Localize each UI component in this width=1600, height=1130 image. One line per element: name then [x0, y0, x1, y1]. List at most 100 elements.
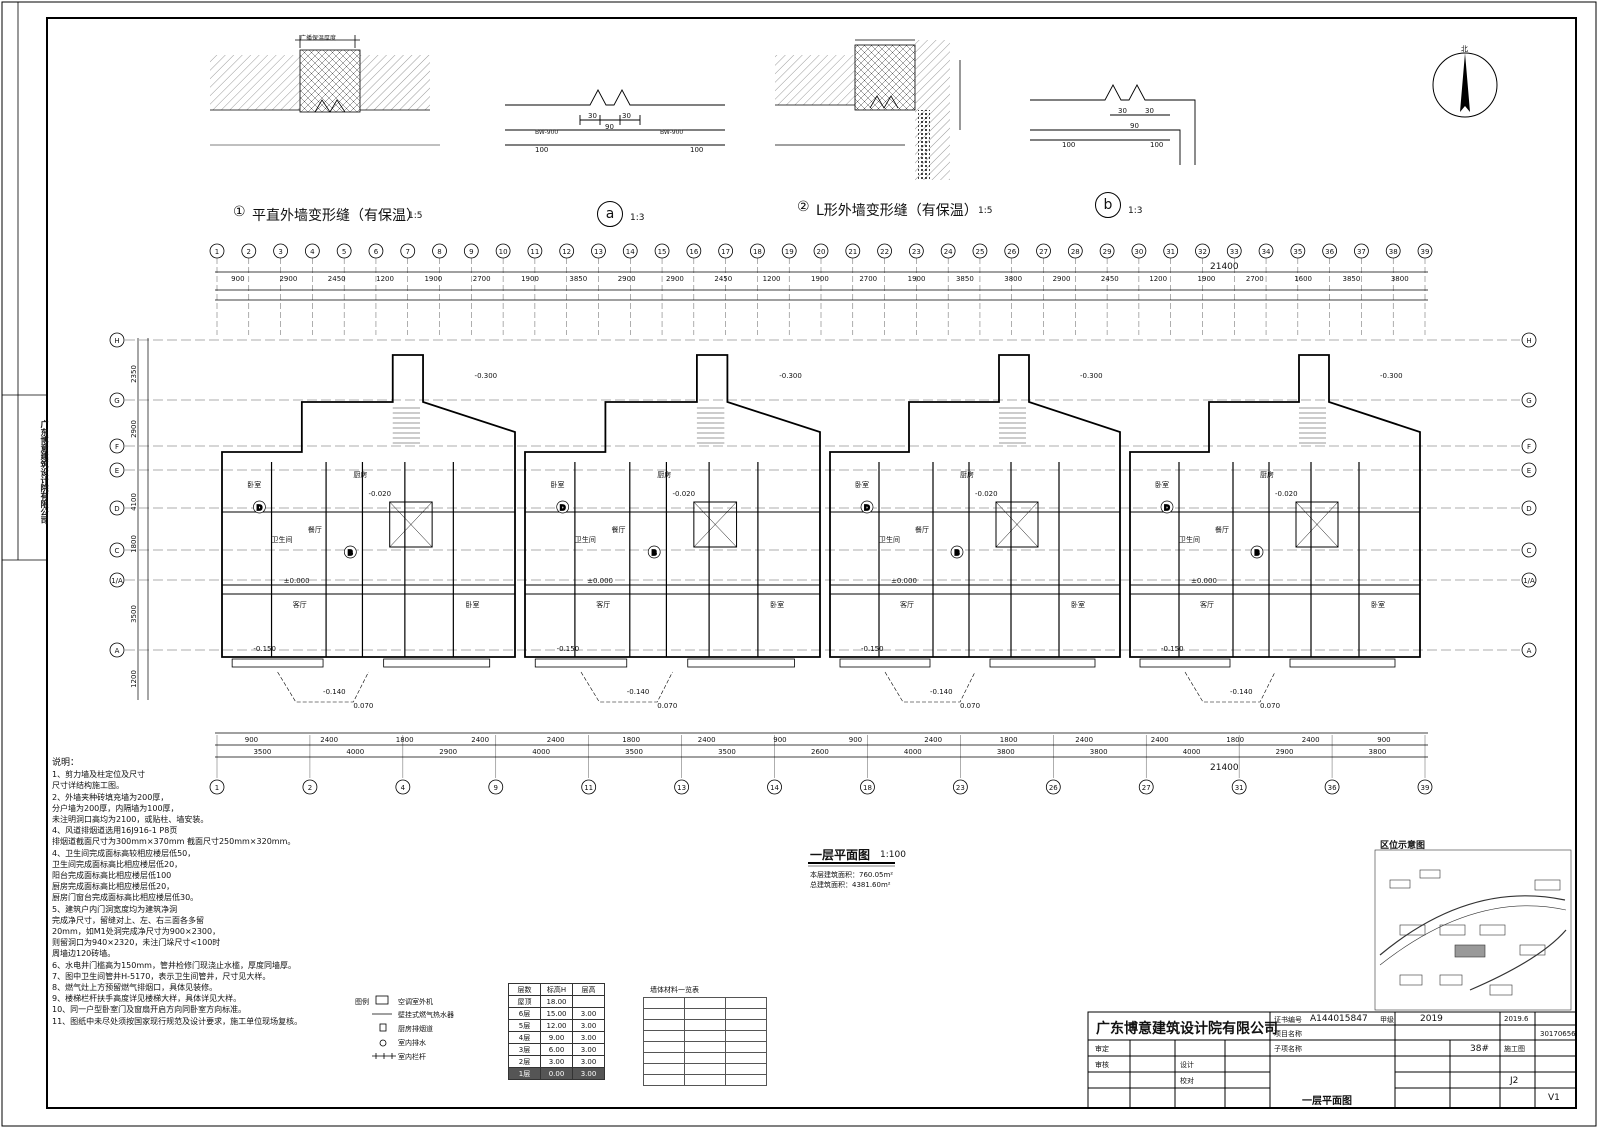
axis-bubble	[1521, 438, 1537, 454]
door-tag: B	[348, 549, 353, 557]
note-line: 20mm，如M1处洞完成净尺寸为900×2300，	[52, 927, 221, 937]
axis-bubble	[1521, 542, 1537, 558]
axis-bubble	[972, 243, 988, 259]
axis-label-top: 6	[374, 248, 379, 256]
axis-label-top: 9	[469, 248, 473, 256]
axis-bubble	[813, 243, 829, 259]
dim-bottom: 1800	[622, 736, 641, 744]
axis-label-bottom: 1	[215, 784, 219, 792]
plan-annotation: 卧室	[550, 481, 565, 489]
plan-annotation: ±0.000	[891, 577, 917, 585]
dim-bottom-2: 3500	[718, 748, 736, 756]
dim-top: 3850	[1342, 275, 1361, 283]
axis-bubble	[109, 642, 125, 658]
side-strip-company: 广东博意建筑设计院有限公司	[40, 420, 49, 524]
material-table	[643, 997, 767, 1086]
axis-bubble	[304, 243, 320, 259]
axis-label-top: 26	[1007, 248, 1016, 256]
dim-top: 2900	[279, 275, 298, 283]
detail-a-scale: 1:3	[630, 213, 645, 223]
axis-label-top: 28	[1071, 248, 1080, 256]
north-arrow	[1432, 52, 1498, 118]
axis-bubble	[432, 243, 447, 259]
axis-label-right: G	[1526, 397, 1531, 405]
dim-bottom: 1800	[999, 736, 1018, 744]
total-dim-bottom: 21400	[1210, 763, 1239, 773]
detail-1-title: 平直外墙变形缝（有保温）	[252, 208, 420, 224]
plan-annotation: -0.020	[975, 490, 998, 498]
door-tag: D	[864, 504, 869, 512]
dwelling-unit: DB	[829, 354, 1121, 703]
dim-bottom-2: 3500	[625, 748, 643, 756]
axis-label-right: 1/A	[1523, 577, 1535, 585]
dim-left: 2900	[129, 420, 138, 438]
axis-label-top: 30	[1134, 248, 1143, 256]
dim-bottom: 2400	[471, 736, 490, 744]
plan-annotation: 0.070	[1260, 702, 1281, 710]
dim-bottom-2: 3500	[253, 748, 272, 756]
axis-label-top: 31	[1166, 248, 1175, 256]
plan-annotation: 餐厅	[1215, 526, 1229, 534]
tb-sub-label: 子项名称	[1274, 1045, 1302, 1053]
total-dim-top: 21400	[1210, 262, 1239, 272]
axis-label-bottom: 11	[584, 784, 593, 792]
axis-label-top: 33	[1230, 248, 1239, 256]
axis-label-top: 19	[785, 248, 794, 256]
plan-annotation: 餐厅	[307, 526, 322, 534]
dim-bottom: 1800	[1226, 736, 1245, 744]
axis-label-top: 18	[753, 248, 762, 256]
plan-annotation: -0.020	[368, 490, 392, 498]
axis-bubble	[109, 572, 125, 588]
note-line: 2、外墙夹种砖填充墙为200厚，	[52, 792, 169, 802]
dim-left: 4100	[129, 493, 138, 511]
note-line: 4、卫生间完成面标高较相应楼层低50，	[52, 848, 196, 858]
axis-label-bottom: 36	[1328, 784, 1337, 792]
axis-bubble	[1195, 243, 1210, 259]
tb-year: 2019	[1420, 1014, 1443, 1024]
detail-a-dim-100a: 100	[535, 146, 549, 154]
axis-bubble	[1521, 462, 1537, 478]
dim-bottom: 900	[848, 736, 863, 744]
axis-bubble	[1231, 779, 1247, 795]
plan-annotation: 0.070	[353, 702, 374, 710]
axis-bubble	[273, 243, 288, 259]
axis-label-top: 5	[342, 248, 346, 256]
plan-annotation: -0.140	[626, 688, 650, 696]
axis-label-top: 27	[1039, 248, 1048, 256]
detail-b-scale: 1:3	[1128, 206, 1143, 216]
dim-top: 1900	[907, 275, 926, 283]
axis-label-right: E	[1527, 467, 1531, 475]
plan-area-1: 本层建筑面积：760.05m²	[810, 871, 894, 879]
plan-annotation: -0.150	[1161, 645, 1184, 653]
axis-bubble	[622, 243, 638, 259]
note-line: 6、水电井门槛高为150mm，管井检修门现浇止水槛，厚度同墙厚。	[52, 960, 296, 970]
tb-sheet-title: 一层平面图	[1302, 1096, 1352, 1107]
axis-bubble	[109, 438, 125, 454]
plan-annotation: -0.300	[779, 372, 802, 380]
axis-bubble	[1324, 779, 1340, 795]
note-line: 10、同一户型卧室门及窗扇开启方向同卧室方向标准。	[52, 1005, 247, 1015]
axis-bubble	[368, 243, 384, 259]
axis-label-top: 24	[944, 248, 953, 256]
door-tag: B	[955, 549, 960, 557]
dim-top: 2450	[714, 275, 733, 283]
axis-bubble	[654, 243, 670, 259]
axis-bubble	[1354, 243, 1369, 259]
axis-bubble	[1099, 243, 1115, 259]
axis-bubble	[908, 243, 924, 259]
axis-bubble	[1290, 243, 1306, 259]
dwelling-unit: DB	[524, 354, 821, 703]
tb-date: 2019.6	[1504, 1015, 1529, 1023]
axis-label-top: 15	[658, 248, 667, 256]
plan-annotation: 厨房	[353, 471, 368, 479]
axis-label-left: H	[114, 337, 119, 345]
plan-annotation: 卫生间	[879, 536, 900, 544]
axis-bubble	[781, 243, 797, 259]
axis-bubble	[488, 779, 504, 795]
dim-bottom-2: 4000	[1182, 748, 1201, 756]
dim-bottom: 900	[244, 736, 259, 744]
